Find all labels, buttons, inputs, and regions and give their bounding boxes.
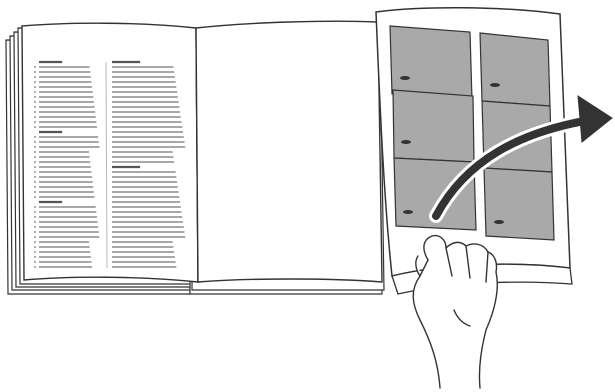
bullet-dot [34, 141, 36, 143]
bullet-dot [34, 121, 36, 123]
tile [390, 26, 472, 100]
bullet-dot [34, 251, 36, 253]
bullet-dot [34, 146, 36, 148]
bullet-dot [34, 231, 36, 233]
bullet-dot [34, 256, 36, 258]
bullet-dot [34, 261, 36, 263]
right-page [196, 21, 382, 282]
tile [480, 33, 550, 106]
bullet-dot [34, 266, 36, 268]
bullet-dot [34, 126, 36, 128]
bullet-dot [34, 151, 36, 153]
bullet-dot [34, 116, 36, 118]
tile [484, 168, 554, 240]
bullet-dot [34, 156, 36, 158]
bullet-dot [34, 181, 36, 183]
bullet-dot [34, 101, 36, 103]
bullet-dot [34, 216, 36, 218]
bullet-dot [34, 206, 36, 208]
bullet-dot [34, 136, 36, 138]
bullet-dot [34, 166, 36, 168]
bullet-dot [34, 81, 36, 83]
bullet-dot [34, 106, 36, 108]
bullet-dot [34, 171, 36, 173]
bullet-dot [34, 241, 36, 243]
bullet-dot [34, 186, 36, 188]
bullet-dot [34, 96, 36, 98]
bullet-dot [34, 226, 36, 228]
bullet-dot [34, 211, 36, 213]
bullet-dot [34, 111, 36, 113]
bullet-dot [34, 76, 36, 78]
bullet-dot [34, 66, 36, 68]
bullet-dot [34, 161, 36, 163]
bullet-dot [34, 221, 36, 223]
bullet-dot [34, 71, 36, 73]
tile [393, 90, 474, 162]
bullet-dot [34, 176, 36, 178]
bullet-dot [34, 236, 36, 238]
bullet-dot [34, 191, 36, 193]
bullet-dot [34, 196, 36, 198]
bullet-dot [34, 91, 36, 93]
bullet-dot [34, 246, 36, 248]
bullet-dot [34, 86, 36, 88]
